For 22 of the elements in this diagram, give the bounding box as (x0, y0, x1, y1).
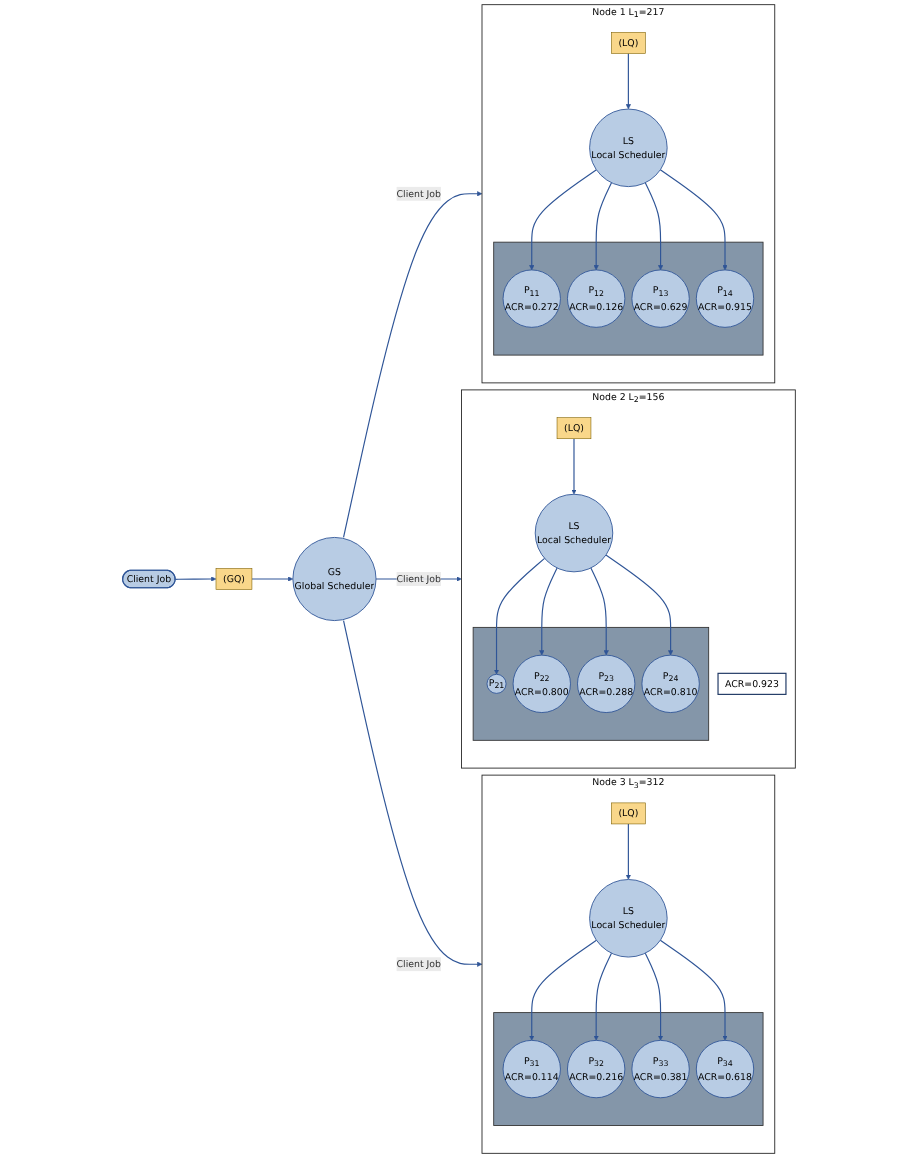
arrow (174, 576, 217, 582)
arrow (593, 952, 613, 1041)
arrow (493, 557, 546, 675)
arrow (644, 952, 664, 1041)
arrow (593, 182, 613, 271)
arrow (659, 939, 728, 1041)
arrow (529, 939, 598, 1041)
arrow (644, 182, 664, 271)
arrow (605, 554, 674, 656)
arrow (590, 567, 609, 656)
arrow (529, 169, 598, 271)
cluster (472, 626, 710, 741)
arrow (571, 438, 577, 495)
cluster (493, 241, 764, 356)
arrow (251, 576, 294, 582)
arrow (625, 52, 631, 110)
arrow (342, 191, 483, 538)
arrow (342, 620, 483, 967)
arrow (539, 567, 558, 656)
arrow (659, 169, 728, 271)
cluster (493, 1012, 764, 1126)
arrow (625, 823, 631, 880)
